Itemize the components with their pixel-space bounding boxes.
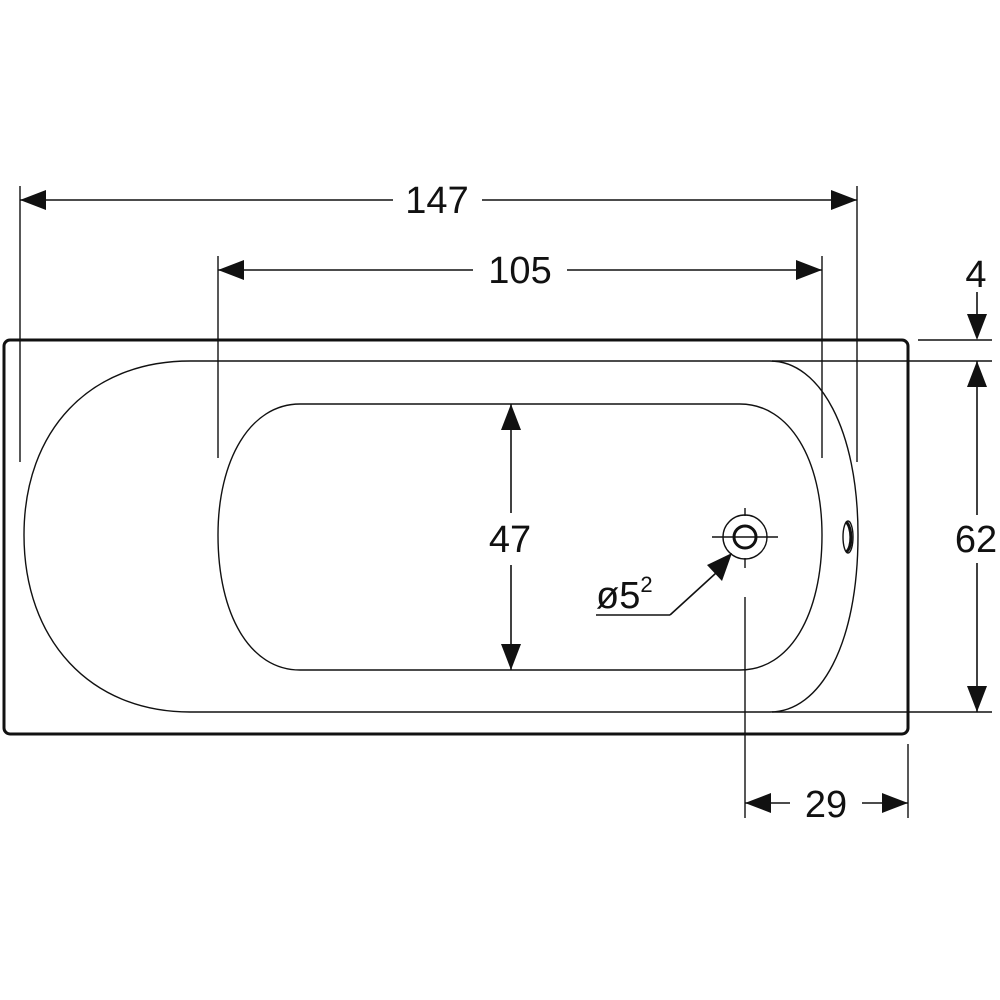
- drain: [712, 508, 778, 568]
- dimension-inner-width: 47: [489, 404, 531, 670]
- extension-lines: [19, 186, 992, 818]
- dimension-rim-offset-label: 4: [965, 254, 986, 296]
- dimension-rim-offset: 4: [965, 254, 987, 340]
- drain-diameter-callout: ø52: [596, 553, 732, 617]
- overflow-outlet: [842, 520, 854, 554]
- dimension-inner-width-label: 47: [489, 519, 531, 561]
- dimension-overall-width: 62: [955, 361, 997, 712]
- dimension-inner-length: 105: [218, 250, 822, 292]
- dimension-drain-offset-label: 29: [805, 784, 847, 826]
- tub-floor-outline: [217, 403, 823, 671]
- dimension-overall-length-label: 147: [405, 180, 468, 222]
- drain-diameter-label: ø52: [596, 572, 653, 617]
- bathtub-body: [2, 338, 910, 736]
- dimension-overall-width-label: 62: [955, 519, 997, 561]
- tub-inner-basin-outline: [23, 360, 859, 713]
- dimension-drain-offset: 29: [745, 784, 908, 826]
- tub-outer-rim: [2, 338, 910, 736]
- dimension-inner-length-label: 105: [488, 250, 551, 292]
- overflow-outlet-shadow: [844, 520, 853, 554]
- dimension-overall-length: 147: [20, 180, 857, 222]
